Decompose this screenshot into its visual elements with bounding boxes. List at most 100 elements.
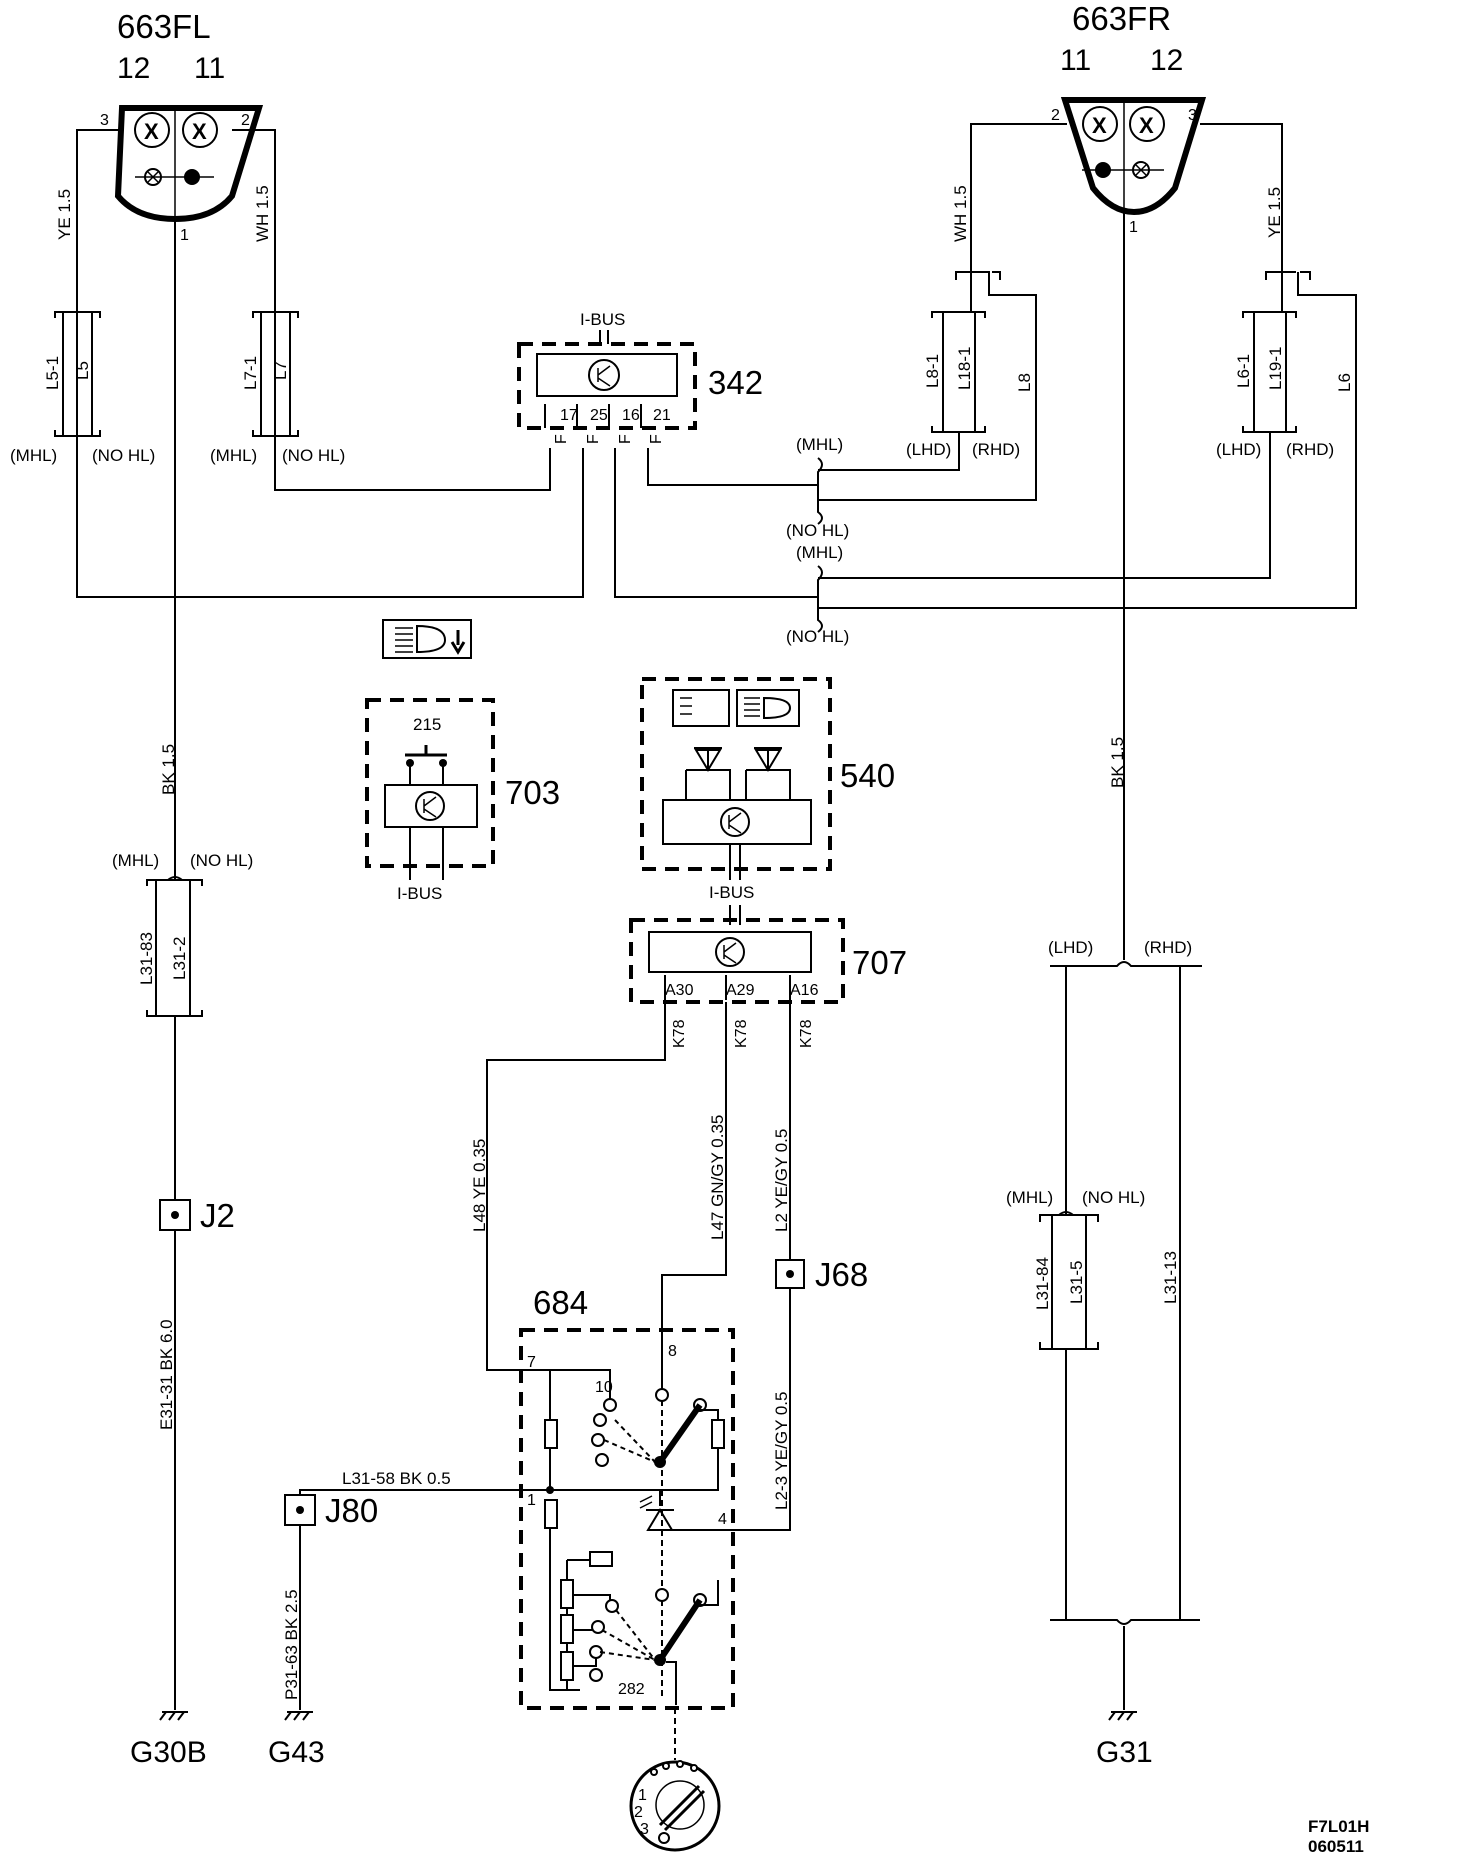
svg-text:(MHL): (MHL)	[112, 851, 159, 870]
drawing-code: F7L01H 060511	[1308, 1817, 1369, 1856]
transistor-icon	[715, 937, 745, 967]
resistor-icon	[544, 1419, 558, 1449]
ground-g43-icon	[284, 1711, 313, 1721]
svg-text:WH 1.5: WH 1.5	[253, 185, 272, 242]
svg-text:F: F	[617, 434, 634, 444]
module-342-box	[517, 342, 697, 430]
rotary-knob: 1 2 3	[629, 1708, 721, 1852]
svg-text:(MHL): (MHL)	[10, 446, 57, 465]
svg-text:A30: A30	[665, 982, 694, 999]
svg-text:YE 1.5: YE 1.5	[1265, 187, 1284, 238]
svg-text:A16: A16	[790, 982, 819, 999]
svg-text:(NO HL): (NO HL)	[786, 521, 849, 540]
svg-text:YE 1.5: YE 1.5	[55, 189, 74, 240]
svg-text:(MHL): (MHL)	[210, 446, 257, 465]
svg-text:L19-1: L19-1	[1266, 347, 1285, 390]
resistor-icon	[560, 1614, 574, 1644]
svg-text:2: 2	[241, 112, 250, 129]
svg-text:(NO HL): (NO HL)	[282, 446, 345, 465]
module-707-id: 707	[852, 944, 907, 981]
svg-text:P31-63 BK 2.5: P31-63 BK 2.5	[282, 1589, 301, 1700]
fog-light-symbol	[672, 689, 730, 727]
svg-text:(MHL): (MHL)	[796, 543, 843, 562]
svg-text:I-BUS: I-BUS	[580, 310, 625, 329]
svg-text:25: 25	[590, 407, 608, 424]
light-switch-knob	[629, 1760, 721, 1852]
svg-text:L31-83: L31-83	[137, 932, 156, 985]
transistor-icon	[415, 791, 445, 821]
svg-text:L2-3 YE/GY 0.5: L2-3 YE/GY 0.5	[772, 1392, 791, 1510]
svg-text:7: 7	[527, 1354, 536, 1371]
bulb-right-12-icon	[1129, 106, 1165, 142]
lamp-right-bulb-a: 11	[1060, 44, 1091, 77]
headlamp-663fr: 663FR 11 12 X X 2 3 1	[970, 0, 1283, 270]
transistor-icon	[720, 807, 750, 837]
svg-text:(MHL): (MHL)	[1006, 1188, 1053, 1207]
ground-g30b-icon	[159, 1711, 188, 1721]
svg-text:215: 215	[413, 715, 441, 734]
module-342-id: 342	[708, 364, 763, 401]
svg-text:K78: K78	[798, 1019, 815, 1048]
svg-text:17: 17	[560, 407, 578, 424]
svg-text:X: X	[1092, 113, 1107, 138]
svg-text:4: 4	[718, 1511, 727, 1528]
svg-text:E31-31 BK 6.0: E31-31 BK 6.0	[157, 1319, 176, 1430]
svg-text:G31: G31	[1096, 1736, 1153, 1769]
svg-text:(RHD): (RHD)	[972, 440, 1020, 459]
svg-text:I-BUS: I-BUS	[709, 883, 754, 902]
svg-text:J80: J80	[325, 1492, 378, 1529]
svg-text:G43: G43	[268, 1736, 325, 1769]
module-703-box	[365, 698, 495, 868]
svg-text:I-BUS: I-BUS	[397, 884, 442, 903]
bulb-right-11-icon	[1082, 106, 1118, 142]
module-540-id: 540	[840, 757, 895, 794]
svg-text:1: 1	[1129, 219, 1138, 236]
svg-text:F: F	[585, 434, 602, 444]
svg-text:F7L01H: F7L01H	[1308, 1817, 1369, 1836]
svg-text:21: 21	[653, 407, 671, 424]
svg-text:2: 2	[634, 1804, 643, 1821]
module-342: I-BUS 342 17 25 16 21 F F F F	[517, 310, 818, 598]
lamp-right-id: 663FR	[1072, 0, 1171, 37]
resistor-icon	[544, 1499, 558, 1529]
svg-text:BK 1.5: BK 1.5	[159, 744, 178, 795]
svg-text:16: 16	[622, 407, 640, 424]
module-540-box	[640, 677, 832, 871]
svg-text:L6: L6	[1335, 373, 1354, 392]
svg-text:K78: K78	[733, 1019, 750, 1048]
module-703-id: 703	[505, 774, 560, 811]
svg-text:BK 1.5: BK 1.5	[1108, 737, 1127, 788]
svg-text:(MHL): (MHL)	[796, 435, 843, 454]
svg-text:8: 8	[668, 1343, 677, 1360]
transistor-icon	[588, 359, 620, 391]
svg-text:X: X	[192, 119, 207, 144]
resistor-icon	[560, 1651, 574, 1681]
left-lamp-wiring: YE 1.5 WH 1.5 L5-1 L5 (MHL) (NO HL) L7-1…	[10, 185, 584, 880]
svg-text:(NO HL): (NO HL)	[190, 851, 253, 870]
svg-text:J2: J2	[200, 1197, 235, 1234]
svg-text:L5: L5	[73, 361, 92, 380]
svg-text:L8: L8	[1015, 373, 1034, 392]
lamp-left-id: 663FL	[117, 8, 211, 45]
svg-text:A29: A29	[726, 982, 755, 999]
svg-text:L31-13: L31-13	[1161, 1251, 1180, 1304]
svg-text:1: 1	[180, 227, 189, 244]
right-ground-circuit: (LHD) (RHD) (MHL) (NO HL) L31-84 L31-5 L…	[1006, 938, 1202, 1769]
switch-684: 684 7 8 10 1 4 282 L31-58 BK 0.5	[299, 1284, 735, 1710]
bulb-left-11-icon	[182, 112, 218, 148]
svg-text:J68: J68	[815, 1256, 868, 1293]
svg-text:L31-58 BK 0.5: L31-58 BK 0.5	[342, 1469, 451, 1488]
svg-text:L47 GN/GY 0.35: L47 GN/GY 0.35	[708, 1115, 727, 1240]
svg-text:(NO HL): (NO HL)	[786, 627, 849, 646]
bulb-left-12-icon	[134, 112, 170, 148]
svg-text:(RHD): (RHD)	[1144, 938, 1192, 957]
svg-text:X: X	[144, 119, 159, 144]
svg-text:F: F	[553, 434, 570, 444]
svg-text:(LHD): (LHD)	[1048, 938, 1093, 957]
svg-text:(NO HL): (NO HL)	[1082, 1188, 1145, 1207]
junction-j68-run: J68 L2-3 YE/GY 0.5	[676, 1256, 868, 1531]
lamp-left-bulb-b: 11	[194, 52, 225, 85]
ground-g31-icon	[1108, 1711, 1137, 1721]
svg-text:282: 282	[618, 1681, 645, 1698]
